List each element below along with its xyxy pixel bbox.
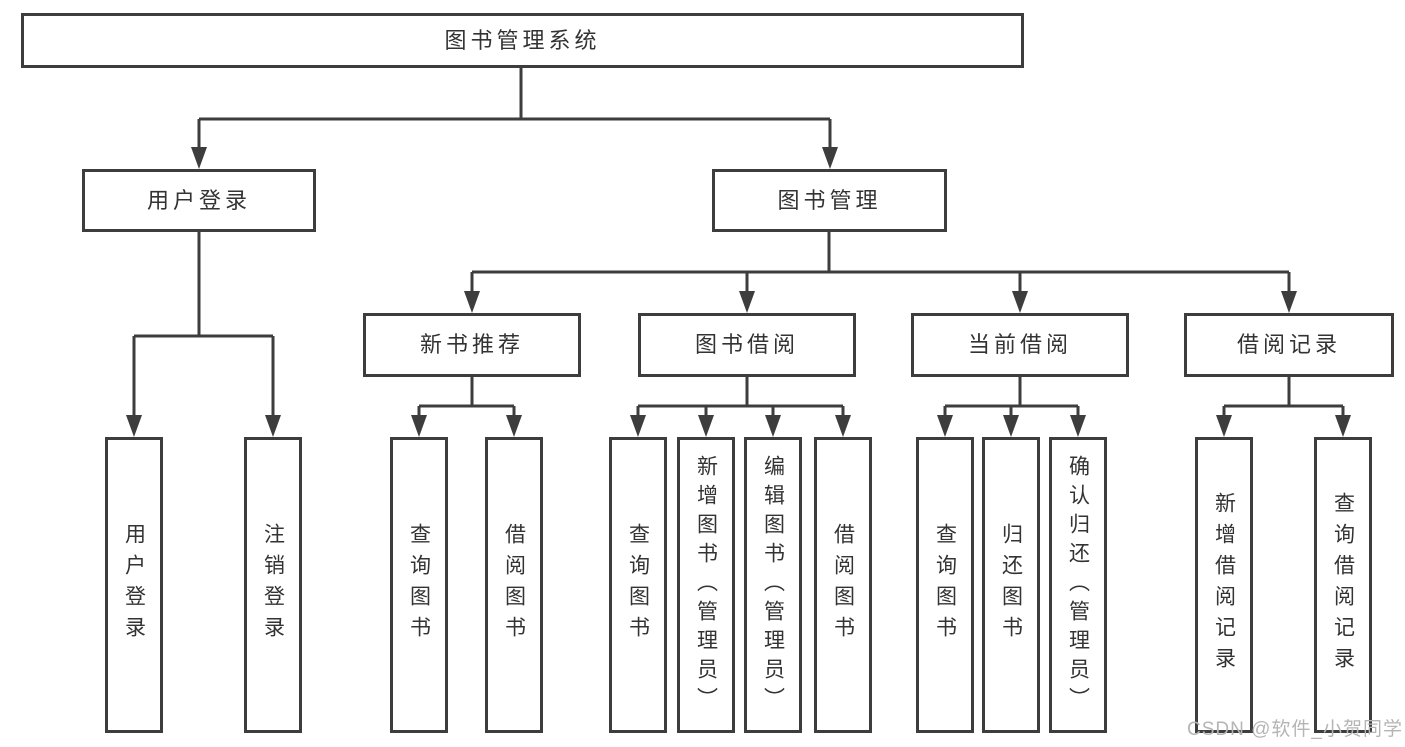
connector-book-borrow-branch [630,377,851,437]
node-borrow-record: 借阅记录 [1184,313,1394,377]
node-user-login: 用户登录 [82,169,316,232]
leaf-add-books-admin: 新增图书（管理员） [677,437,735,733]
leaf-logout: 注销登录 [244,437,302,733]
leaf-user-login: 用户登录 [105,437,163,733]
leaf-add-borrow-record: 新增借阅记录 [1195,437,1253,733]
leaf-return-books: 归还图书 [982,437,1040,733]
node-book-borrow: 图书借阅 [638,313,856,377]
node-book-management: 图书管理 [712,169,947,232]
leaf-query-books-current: 查询图书 [916,437,974,733]
node-library-management-system: 图书管理系统 [21,13,1024,68]
connector-book-management-branch [464,232,1297,313]
leaf-query-borrow-record: 查询借阅记录 [1314,437,1372,733]
leaf-borrow-books-recommend: 借阅图书 [485,437,543,733]
connector-root-to-branches [191,68,838,169]
node-new-book-recommend: 新书推荐 [363,313,581,377]
connector-borrow-record-branch [1216,377,1351,437]
connector-current-borrow-branch [937,377,1086,437]
csdn-watermark: CSDN @软件_小贺同学 [1187,719,1403,740]
leaf-confirm-return-admin: 确认归还（管理员） [1049,437,1107,733]
connector-user-login-branch [126,232,281,437]
node-current-borrow: 当前借阅 [911,313,1129,377]
leaf-borrow-books: 借阅图书 [814,437,872,733]
leaf-edit-books-admin: 编辑图书（管理员） [744,437,802,733]
connector-new-book-branch [411,377,522,437]
leaf-query-books-borrow: 查询图书 [609,437,667,733]
leaf-query-books-recommend: 查询图书 [390,437,448,733]
